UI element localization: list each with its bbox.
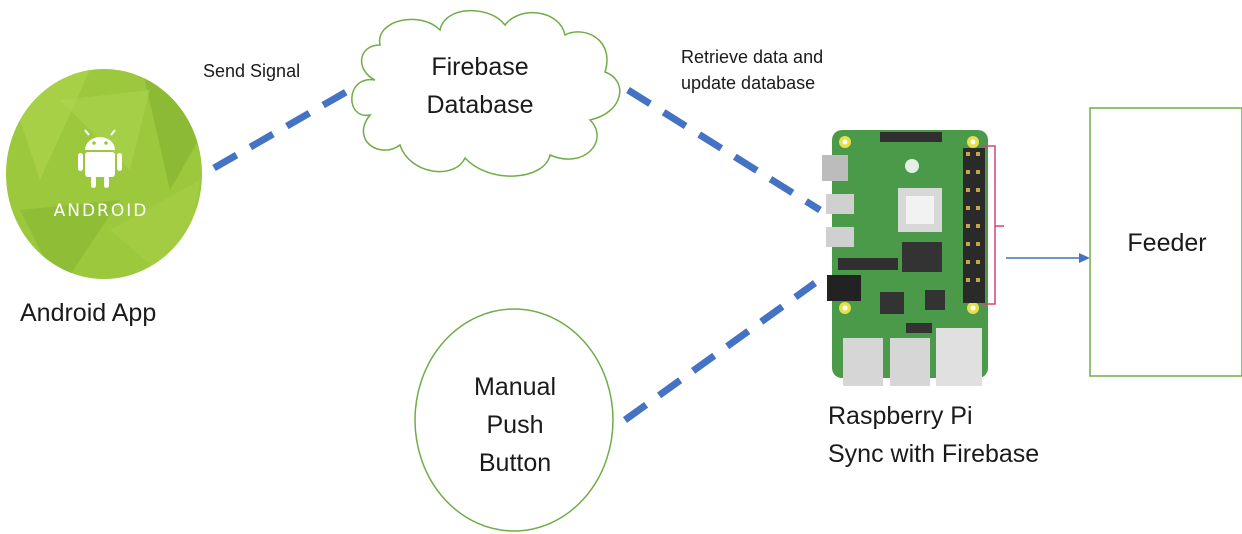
retrieve-label-line2: update database — [681, 73, 816, 93]
raspberry-pi-board-icon — [822, 130, 1004, 386]
firebase-label-line1: Firebase — [431, 53, 529, 81]
push-button-node — [414, 308, 614, 532]
send-signal-label: Send Signal — [203, 61, 301, 81]
android-app-node: ANDROID — [6, 69, 202, 279]
connectors — [212, 84, 822, 423]
pi-to-feeder-arrow — [1006, 253, 1090, 263]
android-app-label: Android App — [20, 299, 157, 327]
raspberry-pi-line1: Raspberry Pi — [828, 402, 973, 430]
raspberry-pi-label: Raspberry Pi Sync with Firebase — [828, 397, 1039, 473]
retrieve-label-line1: Retrieve data and — [681, 47, 824, 67]
firebase-database-label: Firebase Database — [385, 48, 575, 124]
android-to-firebase-connector — [212, 84, 355, 172]
retrieve-data-label: Retrieve data and update database — [681, 44, 823, 96]
firebase-label-line2: Database — [426, 91, 534, 119]
push-button-label: Manual Push Button — [435, 368, 595, 482]
button-to-pi-connector — [622, 280, 818, 423]
firebase-database-cloud — [351, 9, 621, 177]
android-robot-icon — [78, 129, 122, 188]
push-button-line2: Push — [486, 411, 544, 439]
android-logo-text: ANDROID — [54, 201, 149, 221]
push-button-line3: Button — [478, 449, 552, 477]
raspberry-pi-line2: Sync with Firebase — [828, 440, 1040, 468]
push-button-line1: Manual — [474, 373, 556, 401]
firebase-to-pi-connector — [626, 87, 822, 213]
feeder-label: Feeder — [1127, 229, 1207, 257]
feeder-box — [1089, 107, 1242, 377]
